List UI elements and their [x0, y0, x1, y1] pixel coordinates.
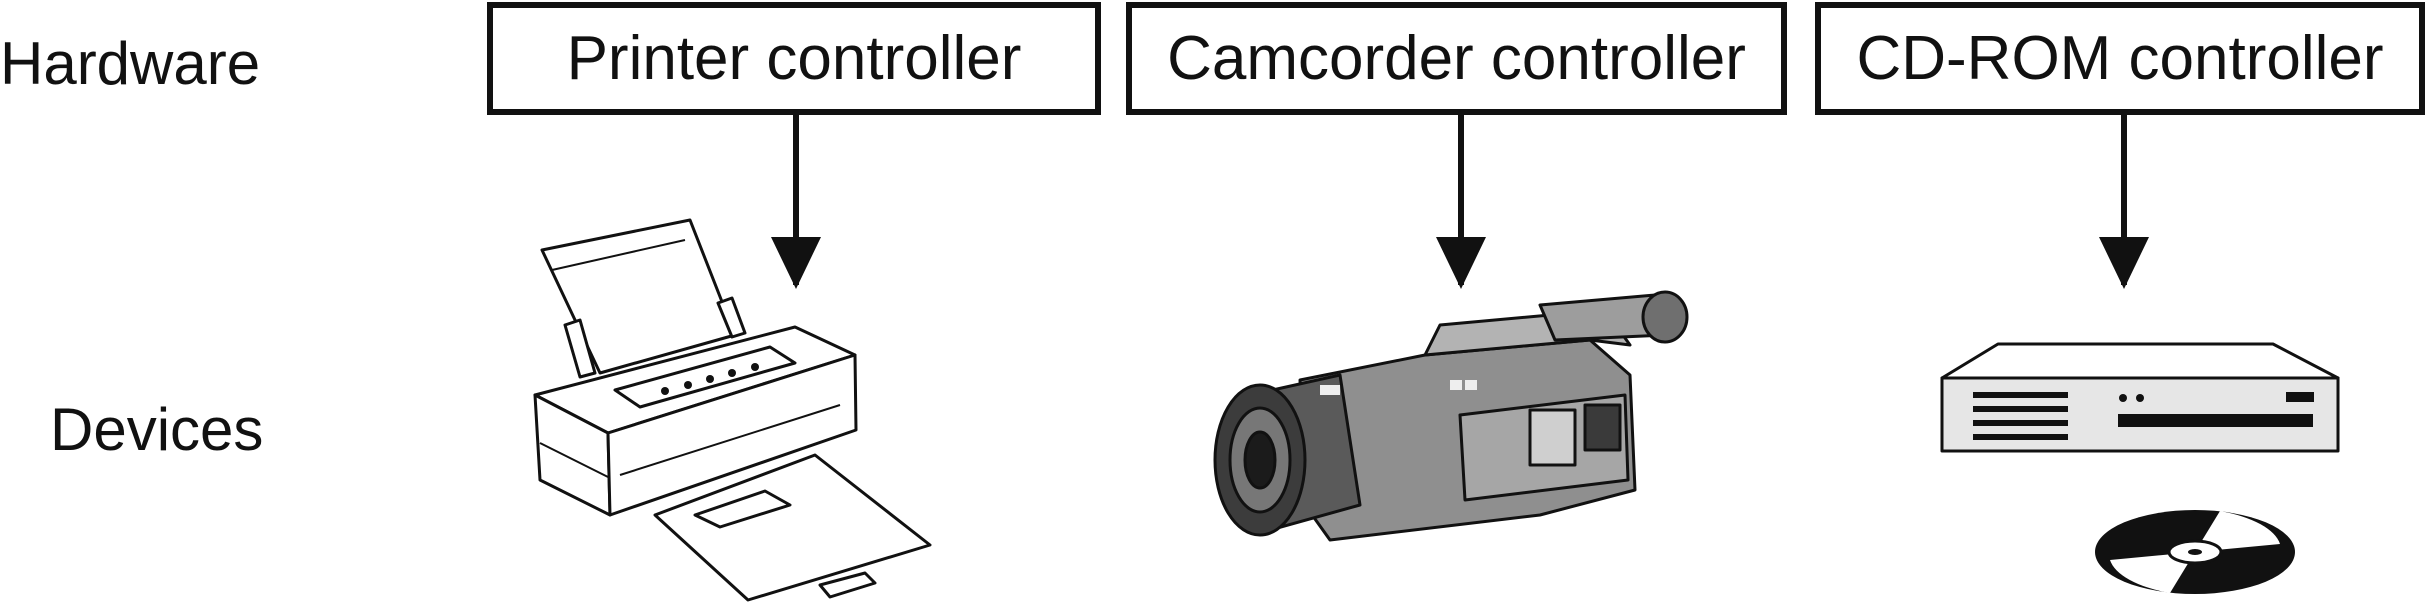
camcorder-arrow [1436, 115, 1486, 289]
printer-controller-box: Printer controller [487, 2, 1101, 115]
camcorder-controller-box: Camcorder controller [1126, 2, 1787, 115]
printer-arrow [771, 115, 821, 289]
cdrom-arrow [2099, 115, 2149, 289]
hardware-label: Hardware [0, 30, 261, 97]
camcorder-icon [1210, 285, 1700, 550]
camcorder-controller-label: Camcorder controller [1167, 24, 1746, 93]
cdrom-controller-label: CD-ROM controller [1856, 24, 2384, 93]
cdrom-controller-box: CD-ROM controller [1815, 2, 2425, 115]
printer-controller-label: Printer controller [566, 24, 1022, 93]
devices-label: Devices [50, 396, 264, 463]
cdrom-drive-icon [1938, 340, 2343, 455]
printer-icon [520, 215, 940, 603]
disc-icon [2090, 505, 2300, 600]
